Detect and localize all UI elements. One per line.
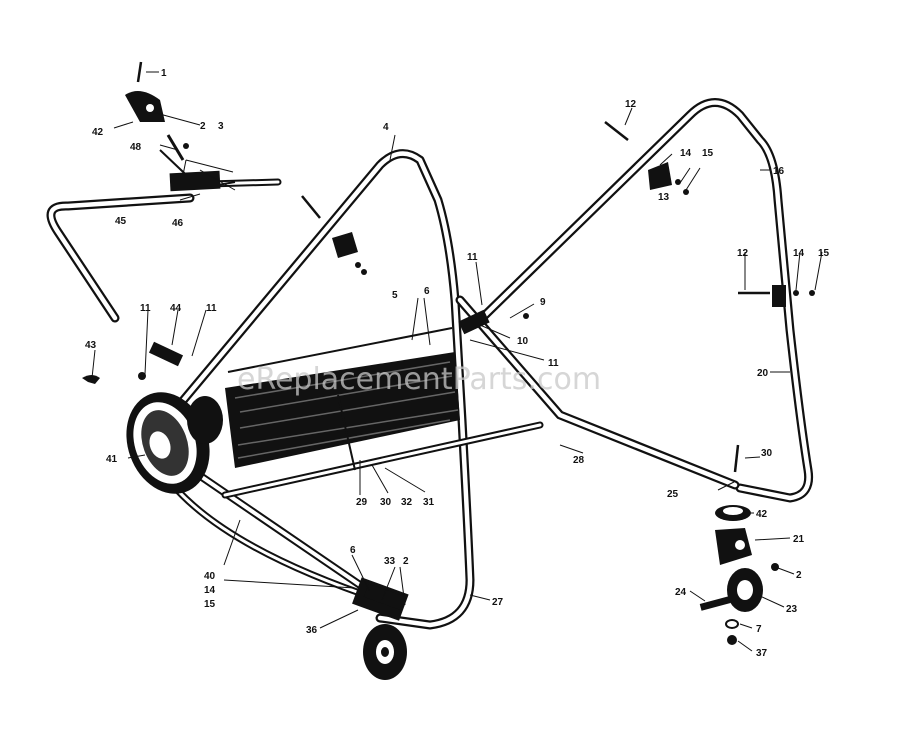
- right-frame-tube: [475, 98, 814, 503]
- callout-46: 46: [172, 218, 184, 229]
- callout-2: 2: [200, 121, 206, 132]
- callout-14-right: 14: [793, 248, 805, 259]
- callout-29: 29: [356, 497, 368, 508]
- callout-5: 5: [392, 290, 398, 301]
- callout-14-top: 14: [680, 148, 692, 159]
- callout-30-b: 30: [761, 448, 773, 459]
- callout-28: 28: [573, 455, 585, 466]
- callout-10: 10: [517, 336, 529, 347]
- callout-4: 4: [383, 122, 389, 133]
- callout-41: 41: [106, 454, 118, 465]
- callout-20: 20: [757, 368, 769, 379]
- callout-2-bottom: 2: [403, 556, 409, 567]
- watermark-text: eReplacementParts.com: [237, 362, 601, 397]
- callout-11-a: 11: [140, 303, 151, 314]
- callout-2-right: 2: [796, 570, 802, 581]
- callout-13: 13: [658, 192, 670, 203]
- callout-27: 27: [492, 597, 504, 608]
- callout-44: 44: [170, 303, 182, 314]
- callout-6-bottom: 6: [350, 545, 356, 556]
- callout-32: 32: [401, 497, 413, 508]
- callout-25: 25: [667, 489, 679, 500]
- caster-parts: [699, 444, 779, 645]
- callout-40: 40: [204, 571, 216, 582]
- callout-15-right: 15: [818, 248, 830, 259]
- bracket-hardware: [82, 121, 815, 611]
- callout-37: 37: [756, 648, 768, 659]
- callout-11-d: 11: [548, 358, 559, 369]
- wheel: [126, 392, 223, 494]
- callout-7: 7: [756, 624, 762, 635]
- callout-21: 21: [793, 534, 805, 545]
- callout-15-top: 15: [702, 148, 714, 159]
- callout-11-b: 11: [206, 303, 217, 314]
- brush-drum: [225, 327, 460, 471]
- callout-42: 42: [92, 127, 104, 138]
- handle-assembly: [46, 61, 282, 323]
- callout-33: 33: [384, 556, 396, 567]
- callout-11-c: 11: [467, 252, 478, 263]
- callout-48: 48: [130, 142, 142, 153]
- callout-31: 31: [423, 497, 435, 508]
- left-frame-tube: [145, 149, 475, 630]
- callout-45: 45: [115, 216, 127, 227]
- callout-12-right: 12: [737, 248, 749, 259]
- callout-43: 43: [85, 340, 97, 351]
- callout-labels: 1 2 3 42 48 45 46 4 12 14 15 13 16 11 44…: [85, 68, 830, 659]
- leader-lines: [91, 71, 823, 652]
- callout-36: 36: [306, 625, 318, 636]
- callout-1: 1: [161, 68, 167, 79]
- callout-42-b: 42: [756, 509, 768, 520]
- callout-12-top: 12: [625, 99, 637, 110]
- callout-6-top: 6: [424, 286, 430, 297]
- callout-30-a: 30: [380, 497, 392, 508]
- callout-24: 24: [675, 587, 687, 598]
- callout-9: 9: [540, 297, 546, 308]
- callout-23: 23: [786, 604, 798, 615]
- callout-15-bottom: 15: [204, 599, 216, 610]
- callout-16: 16: [773, 166, 785, 177]
- callout-14-bottom: 14: [204, 585, 216, 596]
- callout-3: 3: [218, 121, 224, 132]
